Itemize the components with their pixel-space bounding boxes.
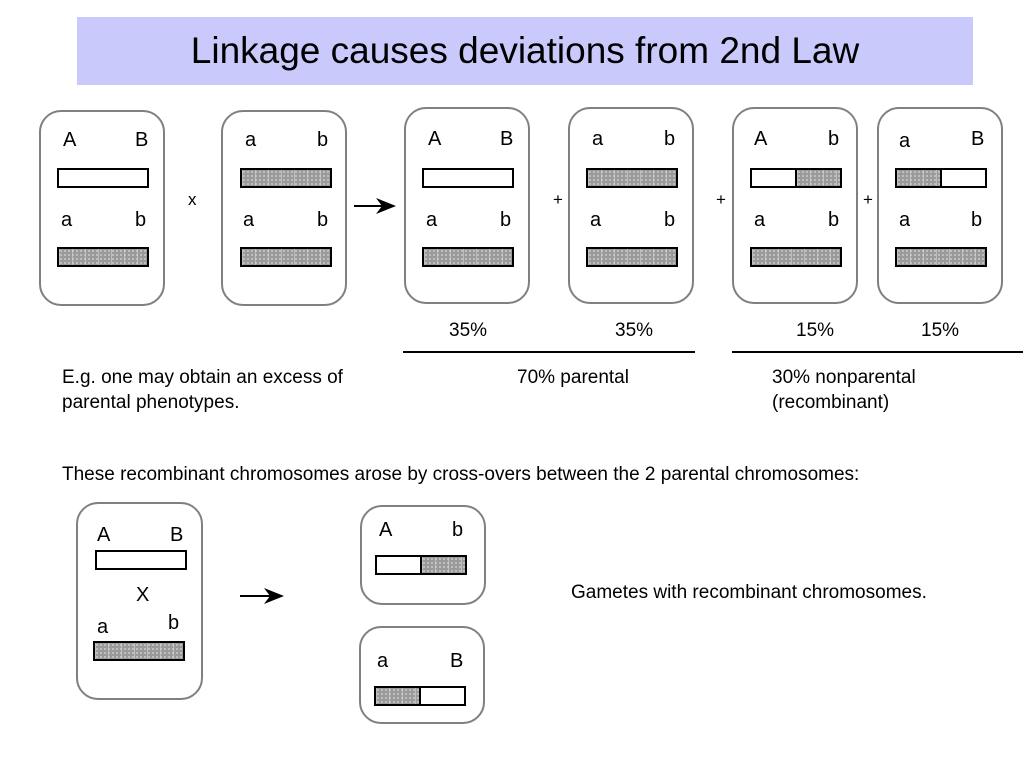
example-text: E.g. one may obtain an excess of parenta…	[62, 367, 343, 413]
chromosome	[240, 247, 332, 267]
allele-label: a	[377, 650, 389, 672]
allele-label: a	[61, 209, 73, 231]
allele-label: a	[245, 129, 257, 151]
parent-box-2: a b a b	[221, 110, 347, 306]
allele-label: b	[168, 612, 180, 634]
offspring-box-2: a b a b	[568, 107, 694, 304]
allele-label: A	[428, 128, 442, 150]
plus-symbol: +	[553, 190, 563, 209]
allele-label: A	[379, 519, 393, 541]
dominant-segment	[424, 170, 512, 186]
allele-label: b	[664, 209, 676, 231]
percentage-label: 35%	[449, 320, 488, 341]
plus-symbol: +	[863, 190, 873, 209]
allele-label: b	[828, 209, 840, 231]
dominant-segment	[940, 170, 985, 186]
chromosome	[374, 686, 466, 706]
allele-label: b	[317, 209, 329, 231]
allele-label: a	[426, 209, 438, 231]
parental-bracket-line	[403, 351, 695, 353]
recessive-segment	[242, 249, 330, 265]
page-title: Linkage causes deviations from 2nd Law	[190, 30, 860, 71]
recessive-segment	[795, 170, 840, 186]
allele-label: a	[899, 130, 911, 152]
allele-label: a	[899, 209, 911, 231]
recessive-segment	[424, 249, 512, 265]
offspring-box-1: A B a b	[404, 107, 530, 304]
offspring-box-3: A b a b	[732, 107, 858, 304]
gamete-box-2: a B	[359, 626, 485, 724]
cross-symbol: x	[188, 190, 197, 209]
chromosome	[422, 247, 514, 267]
allele-label: b	[135, 209, 147, 231]
allele-label: a	[97, 616, 109, 638]
dominant-segment	[59, 170, 147, 186]
allele-label: b	[452, 519, 464, 541]
percentage-label: 15%	[796, 320, 835, 341]
recessive-segment	[752, 249, 840, 265]
allele-label: b	[664, 128, 676, 150]
allele-label: b	[317, 129, 329, 151]
allele-label: B	[170, 524, 184, 546]
chromosome	[750, 247, 842, 267]
offspring-box-4: a B a b	[877, 107, 1003, 304]
allele-label: B	[450, 650, 464, 672]
recessive-segment	[59, 249, 147, 265]
allele-label: B	[135, 129, 149, 151]
explanation-text: These recombinant chromosomes arose by c…	[62, 464, 860, 485]
allele-label: a	[590, 209, 602, 231]
parent-box-1: A B a b	[39, 110, 165, 306]
chromosome	[57, 247, 149, 267]
nonparental-label: 30% nonparental (recombinant)	[772, 367, 916, 413]
recessive-segment	[897, 170, 940, 186]
percentage-label: 35%	[615, 320, 654, 341]
allele-label: b	[828, 128, 840, 150]
allele-label: a	[754, 209, 766, 231]
arrow-icon	[354, 198, 396, 214]
allele-label: A	[754, 128, 768, 150]
chromosome	[586, 168, 678, 188]
recessive-segment	[897, 249, 985, 265]
chromosome	[57, 168, 149, 188]
allele-label: b	[500, 209, 512, 231]
recessive-segment	[376, 688, 419, 704]
chromosome	[93, 641, 185, 661]
nonparental-bracket-line	[732, 351, 1023, 353]
dominant-segment	[419, 688, 464, 704]
crossover-box: A B X a b	[76, 502, 203, 700]
recessive-segment	[588, 249, 676, 265]
chromosome	[750, 168, 842, 188]
gametes-caption: Gametes with recombinant chromosomes.	[571, 582, 927, 603]
chromosome	[95, 550, 187, 570]
chromosome	[895, 168, 987, 188]
allele-label: A	[97, 524, 111, 546]
allele-label: A	[63, 129, 77, 151]
arrow-icon	[240, 588, 284, 604]
recessive-segment	[588, 170, 676, 186]
recessive-segment	[242, 170, 330, 186]
crossover-label: X	[136, 584, 150, 606]
chromosome	[375, 555, 467, 575]
chromosome	[422, 168, 514, 188]
allele-label: a	[592, 128, 604, 150]
allele-label: B	[500, 128, 514, 150]
parental-label: 70% parental	[517, 367, 629, 388]
gamete-box-1: A b	[360, 505, 486, 605]
recessive-segment	[420, 557, 465, 573]
allele-label: b	[971, 209, 983, 231]
allele-label: B	[971, 128, 985, 150]
plus-symbol: +	[716, 190, 726, 209]
allele-label: a	[243, 209, 255, 231]
percentage-label: 15%	[921, 320, 960, 341]
chromosome	[586, 247, 678, 267]
dominant-segment	[377, 557, 420, 573]
chromosome	[895, 247, 987, 267]
dominant-segment	[752, 170, 795, 186]
chromosome	[240, 168, 332, 188]
title-banner: Linkage causes deviations from 2nd Law	[77, 17, 973, 85]
